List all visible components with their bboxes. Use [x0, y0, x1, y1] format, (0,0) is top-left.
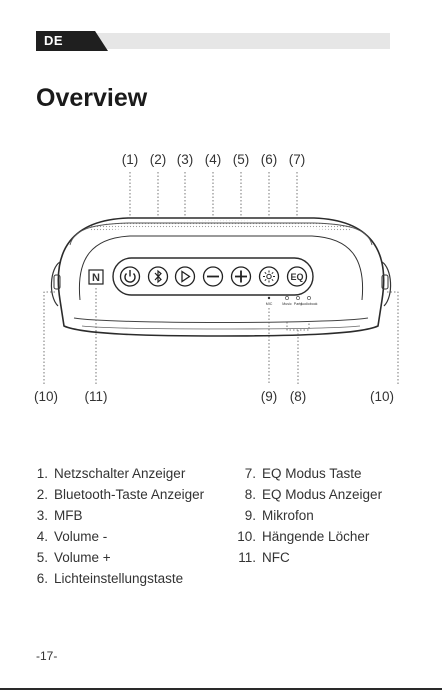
- mfb-button[interactable]: [176, 267, 195, 286]
- legend-item: 1. Netzschalter Anzeiger: [36, 463, 204, 484]
- callout-6: (6): [261, 152, 278, 167]
- legend-number: 11.: [232, 547, 256, 568]
- volume-up-button[interactable]: [232, 267, 251, 286]
- nfc-letter: N: [92, 272, 100, 284]
- legend-text: Netzschalter Anzeiger: [54, 466, 185, 481]
- legend-text: NFC: [262, 550, 290, 565]
- legend-item: 8. EQ Modus Anzeiger: [232, 484, 382, 505]
- legend-text: Volume -: [54, 529, 107, 544]
- legend-number: 2.: [36, 484, 48, 505]
- volume-down-button[interactable]: [204, 267, 223, 286]
- bluetooth-button[interactable]: [149, 267, 168, 286]
- callout-8: (8): [290, 389, 307, 404]
- legend-item: 10. Hängende Löcher: [232, 526, 382, 547]
- legend-number: 5.: [36, 547, 48, 568]
- legend-number: 6.: [36, 568, 48, 589]
- legend-text: Lichteinstellungstaste: [54, 571, 183, 586]
- legend-number: 7.: [232, 463, 256, 484]
- callout-3: (3): [177, 152, 194, 167]
- callout-1: (1): [122, 152, 139, 167]
- legend-left: 1. Netzschalter Anzeiger 2. Bluetooth-Tast…: [36, 463, 204, 589]
- legend-number: 4.: [36, 526, 48, 547]
- nfc-badge: N: [89, 270, 103, 284]
- power-button[interactable]: [121, 267, 140, 286]
- legend-item: 9. Mikrofon: [232, 505, 382, 526]
- top-callouts: (1) (2) (3) (4) (5) (6) (7): [122, 152, 306, 167]
- legend-text: Bluetooth-Taste Anzeiger: [54, 487, 204, 502]
- legend-number: 10.: [232, 526, 256, 547]
- callout-2: (2): [150, 152, 167, 167]
- mode-label-audiobook: Audiobook: [301, 302, 318, 306]
- legend-item: 2. Bluetooth-Taste Anzeiger: [36, 484, 204, 505]
- legend-text: MFB: [54, 508, 83, 523]
- legend-text: Hängende Löcher: [262, 529, 369, 544]
- callout-9: (9): [261, 389, 278, 404]
- legend-text: EQ Modus Anzeiger: [262, 487, 382, 502]
- legend-text: EQ Modus Taste: [262, 466, 362, 481]
- light-button[interactable]: [260, 267, 279, 286]
- speaker-diagram: (1) (2) (3) (4) (5) (6) (7): [0, 0, 442, 420]
- legend-right: 7. EQ Modus Taste 8. EQ Modus Anzeiger 9. M…: [232, 463, 382, 568]
- legend-number: 9.: [232, 505, 256, 526]
- callout-5: (5): [233, 152, 250, 167]
- bottom-callouts: (10) (11) (9) (8) (10): [34, 389, 394, 404]
- legend-item: 11. NFC: [232, 547, 382, 568]
- legend-item: 7. EQ Modus Taste: [232, 463, 382, 484]
- legend-item: 4. Volume -: [36, 526, 204, 547]
- eq-button[interactable]: EQ: [288, 267, 307, 286]
- eq-label: EQ: [290, 272, 303, 282]
- callout-10-left: (10): [34, 389, 58, 404]
- legend-item: 6. Lichteinstellungstaste: [36, 568, 204, 589]
- callout-7: (7): [289, 152, 306, 167]
- page-number: -17-: [36, 649, 57, 663]
- callout-4: (4): [205, 152, 222, 167]
- legend-item: 3. MFB: [36, 505, 204, 526]
- mic-dot: [268, 297, 270, 299]
- mic-label: MIC: [266, 302, 273, 306]
- legend-number: 1.: [36, 463, 48, 484]
- callout-11: (11): [84, 389, 107, 404]
- legend-text: Mikrofon: [262, 508, 314, 523]
- footer-rule: [0, 688, 442, 690]
- legend-text: Volume +: [54, 550, 111, 565]
- callout-10-right: (10): [370, 389, 394, 404]
- legend-item: 5. Volume +: [36, 547, 204, 568]
- mode-label-music: Music: [282, 302, 292, 306]
- legend-number: 8.: [232, 484, 256, 505]
- legend-number: 3.: [36, 505, 48, 526]
